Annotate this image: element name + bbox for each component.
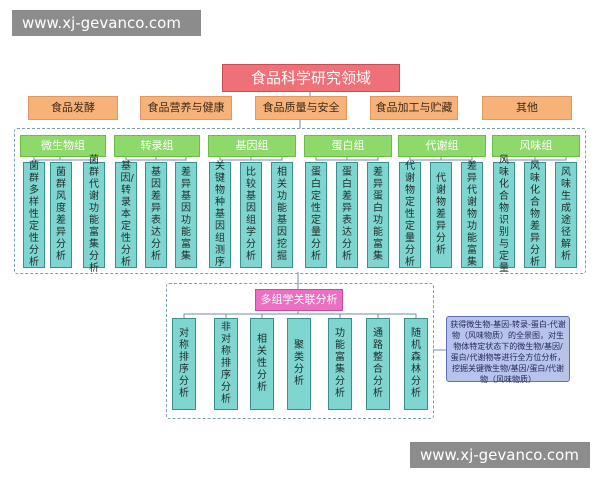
leaf-proteome-3: 差异蛋白功能富集 [367,162,389,268]
category-fermentation: 食品发酵 [28,96,118,120]
leaf-metabolome-1: 代谢物定性定量分析 [399,161,421,268]
watermark-bottom: www.xj-gevanco.com [410,442,590,468]
leaf-genome-2: 比较基因组学分析 [240,162,262,268]
method-correlation: 相关性分析 [250,318,274,410]
leaf-microbiome-1: 菌群多样性定性分析 [23,161,45,268]
multi-omics-analysis: 多组学关联分析 [255,289,343,311]
leaf-flavoromics-2: 风味化合物差异分析 [524,161,546,268]
group-metabolome: 代谢组 [398,135,486,157]
omics-groups-box [14,128,586,274]
group-microbiome: 微生物组 [20,135,106,157]
method-clustering: 聚类分析 [287,318,311,410]
leaf-genome-1: 关键物种基因组测序 [209,161,231,268]
category-processing-storage: 食品加工与贮藏 [370,96,458,120]
category-nutrition: 食品营养与健康 [140,96,232,120]
leaf-transcriptome-3: 差异基因功能富集 [175,162,197,268]
multi-omics-box [166,283,434,419]
leaf-proteome-1: 蛋白定性定量分析 [305,162,327,268]
method-symmetric-ordination: 对称排序分析 [172,318,196,410]
method-asymmetric-ordination: 非对称排序分析 [214,318,238,410]
leaf-genome-3: 相关功能基因挖掘 [271,162,293,268]
method-functional-enrichment: 功能富集分析 [328,318,352,410]
leaf-microbiome-3: 菌群代谢功能富集分析 [83,155,105,274]
leaf-microbiome-2: 菌群风度差异分析 [50,162,72,268]
leaf-flavoromics-1: 风味化合物识别与定量 [493,155,515,274]
diagram-title: 食品科学研究领域 [222,64,400,92]
group-flavoromics: 风味组 [492,135,580,157]
group-transcriptome: 转录组 [114,135,200,157]
group-proteome: 蛋白组 [304,135,392,157]
group-genome: 基因组 [208,135,296,157]
watermark-top: www.xj-gevanco.com [12,10,201,36]
summary-note: 获得微生物-基因-转录-蛋白-代谢物（风味物质）的全景图，对生物体特定状态下的微… [446,316,570,384]
leaf-flavoromics-3: 风味生成途径解析 [555,162,577,268]
leaf-transcriptome-2: 基因差异表达分析 [145,162,167,268]
leaf-metabolome-3: 差异代谢物功能富集 [461,161,483,268]
method-pathway-integration: 通路整合分析 [366,318,390,410]
category-quality-safety: 食品质量与安全 [255,96,347,120]
leaf-transcriptome-1: 基因/转录本定性分析 [115,161,137,268]
category-other: 其他 [482,96,572,120]
leaf-proteome-2: 蛋白差异表达分析 [336,162,358,268]
leaf-metabolome-2: 代谢物差异分析 [430,162,452,268]
method-random-forest: 随机森林分析 [404,318,428,410]
